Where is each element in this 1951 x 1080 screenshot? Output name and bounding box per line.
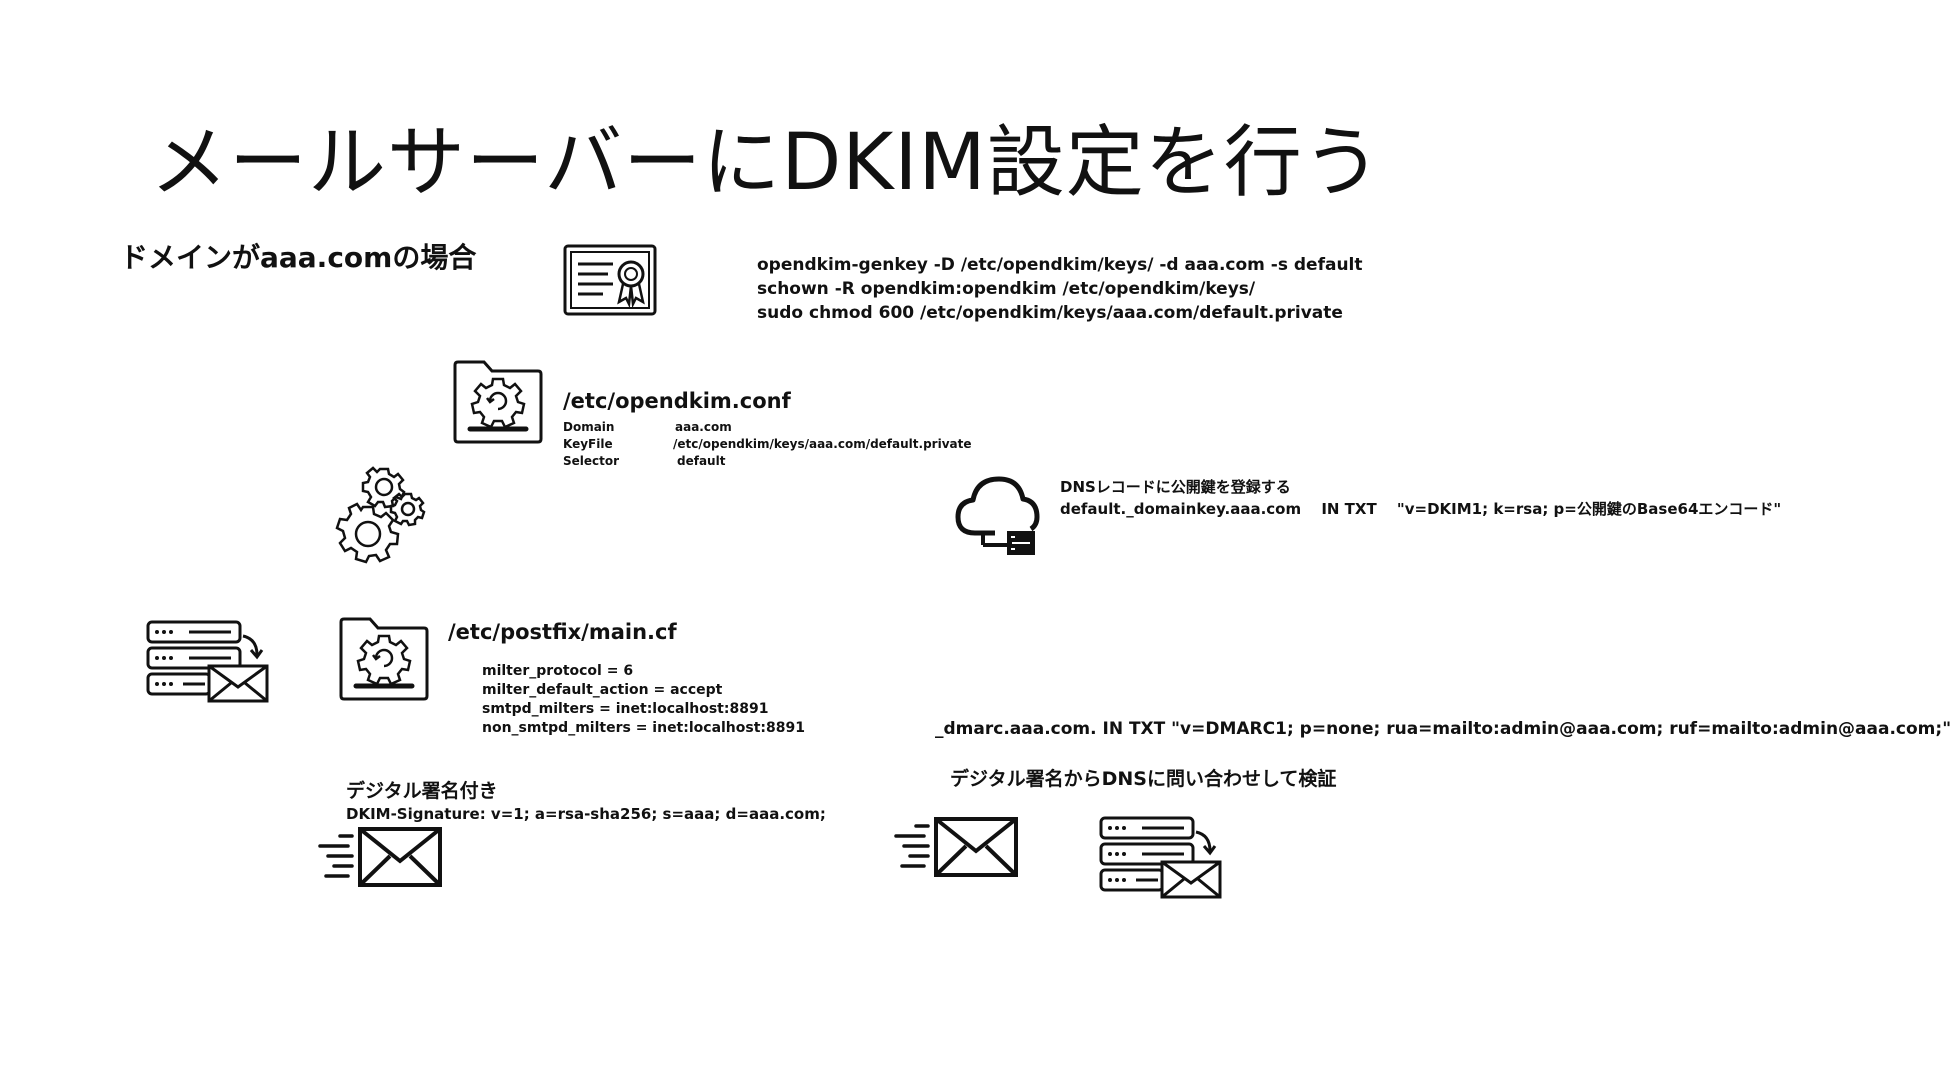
conf-entry: Selector default bbox=[563, 453, 972, 470]
postfix-setting-line: smtpd_milters = inet:localhost:8891 bbox=[482, 701, 769, 717]
gears-icon bbox=[335, 466, 426, 564]
opendkim-conf-entries: Domain aaa.com KeyFile/etc/opendkim/keys/… bbox=[563, 419, 972, 470]
dns-caption: DNSレコードに公開鍵を登録する bbox=[1060, 478, 1291, 496]
conf-key: KeyFile bbox=[563, 437, 613, 451]
opendkim-conf-path: /etc/opendkim.conf bbox=[563, 389, 791, 413]
verify-label: デジタル署名からDNSに問い合わせして検証 bbox=[950, 768, 1337, 790]
config-folder-icon bbox=[339, 617, 429, 701]
conf-value: /etc/opendkim/keys/aaa.com/default.priva… bbox=[673, 437, 972, 451]
page-title: メールサーバーにDKIM設定を行う bbox=[150, 118, 1382, 208]
keygen-commands: opendkim-genkey -D /etc/opendkim/keys/ -… bbox=[757, 253, 1363, 325]
conf-value: default bbox=[677, 454, 726, 468]
dkim-signature: DKIM-Signature: v=1; a=rsa-sha256; s=aaa… bbox=[346, 805, 826, 823]
cloud-server-icon bbox=[955, 476, 1040, 555]
conf-value: aaa.com bbox=[675, 420, 732, 434]
fast-mail-icon bbox=[318, 827, 442, 887]
conf-entry: KeyFile/etc/opendkim/keys/aaa.com/defaul… bbox=[563, 436, 972, 453]
postfix-settings: milter_protocol = 6 milter_default_actio… bbox=[482, 662, 805, 738]
keygen-command-line: sudo chmod 600 /etc/opendkim/keys/aaa.co… bbox=[757, 303, 1343, 323]
fast-mail-icon bbox=[894, 817, 1018, 877]
postfix-setting-line: non_smtpd_milters = inet:localhost:8891 bbox=[482, 720, 805, 736]
keygen-command-line: schown -R opendkim:opendkim /etc/opendki… bbox=[757, 279, 1256, 299]
postfix-setting-line: milter_protocol = 6 bbox=[482, 663, 634, 679]
mail-server-icon bbox=[146, 620, 269, 703]
postfix-setting-line: milter_default_action = accept bbox=[482, 682, 723, 698]
certificate-icon bbox=[563, 244, 657, 316]
dns-info: DNSレコードに公開鍵を登録する default._domainkey.aaa.… bbox=[1060, 476, 1781, 520]
dmarc-record: _dmarc.aaa.com. IN TXT "v=DMARC1; p=none… bbox=[935, 719, 1951, 739]
conf-key: Domain bbox=[563, 420, 615, 434]
signed-mail-label: デジタル署名付き bbox=[346, 780, 498, 802]
mail-server-icon bbox=[1099, 816, 1222, 899]
dns-record: default._domainkey.aaa.com IN TXT "v=DKI… bbox=[1060, 500, 1782, 518]
keygen-command-line: opendkim-genkey -D /etc/opendkim/keys/ -… bbox=[757, 255, 1363, 275]
conf-key: Selector bbox=[563, 454, 620, 468]
conf-entry: Domain aaa.com bbox=[563, 419, 972, 436]
config-folder-icon bbox=[453, 360, 543, 444]
postfix-main-cf-path: /etc/postfix/main.cf bbox=[448, 620, 677, 644]
domain-subtitle: ドメインがaaa.comの場合 bbox=[120, 241, 477, 274]
